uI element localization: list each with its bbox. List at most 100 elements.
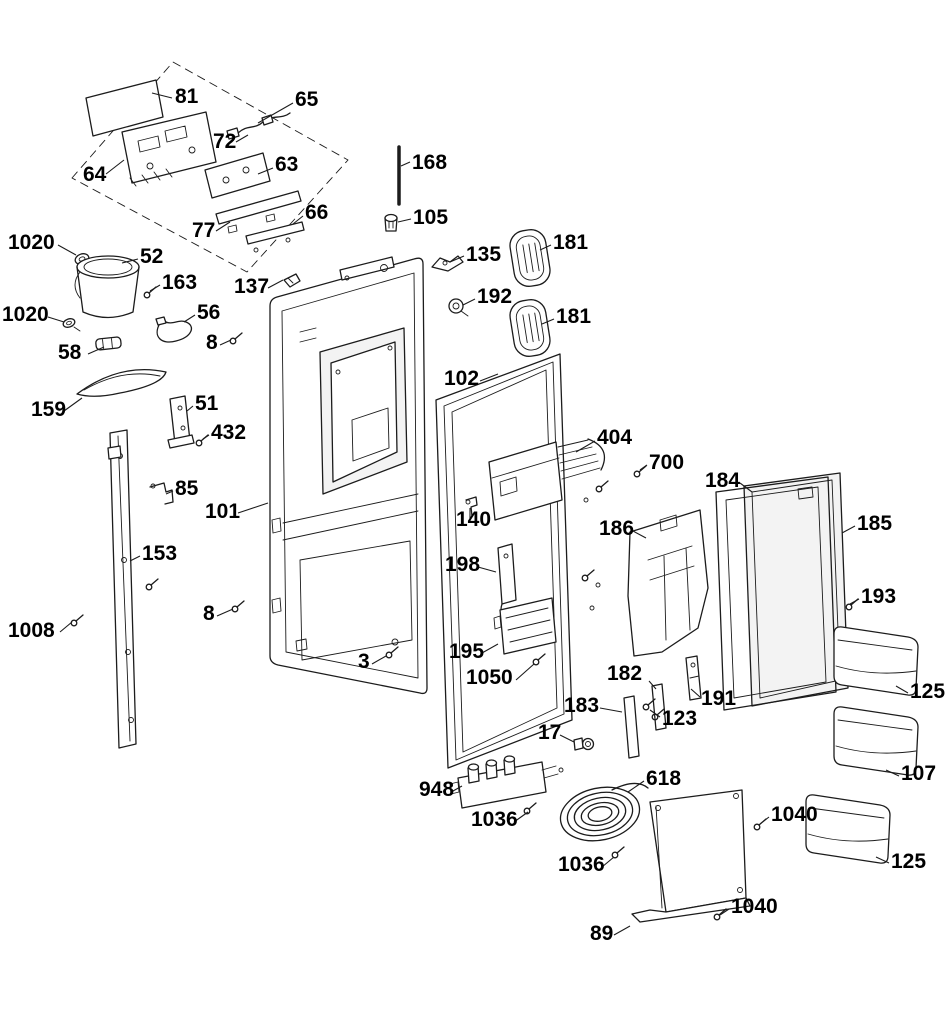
callout-52: 52 — [140, 245, 163, 268]
ice-bucket-52 — [74, 255, 140, 319]
callout-404: 404 — [597, 426, 632, 449]
board-63 — [204, 152, 271, 199]
callout-123: 123 — [662, 707, 697, 730]
drawing — [62, 61, 919, 923]
callout-1036-lower: 1036 — [558, 853, 605, 876]
door-bin-125-lower — [805, 794, 891, 864]
wire-loop-56 — [155, 316, 193, 343]
callout-51: 51 — [195, 392, 219, 415]
callout-198: 198 — [445, 553, 480, 576]
side-rail-153 — [107, 429, 137, 749]
callout-85: 85 — [175, 477, 199, 500]
callout-8-upper: 8 — [206, 331, 218, 354]
drip-tray-159 — [76, 369, 167, 397]
grommet-192 — [448, 298, 469, 317]
callout-1020-upper: 1020 — [8, 231, 55, 254]
callout-181-upper: 181 — [553, 231, 588, 254]
callout-66: 66 — [305, 201, 328, 224]
display-panel-81 — [85, 79, 164, 137]
clip-137 — [283, 273, 301, 288]
bracket-strip-77 — [215, 190, 302, 234]
callout-137: 137 — [234, 275, 269, 298]
callout-140: 140 — [456, 508, 491, 531]
callout-125-upper: 125 — [910, 680, 945, 703]
callout-185: 185 — [857, 512, 892, 535]
leader-lines — [47, 92, 909, 936]
callout-168: 168 — [412, 151, 447, 174]
callout-81: 81 — [175, 85, 199, 108]
callout-182: 182 — [607, 662, 642, 685]
vent-grille-181-upper — [509, 229, 551, 287]
callout-159: 159 — [31, 398, 66, 421]
callout-184: 184 — [705, 469, 740, 492]
callout-89: 89 — [590, 922, 613, 945]
callout-101: 101 — [205, 500, 240, 523]
grommet-1020-lower — [62, 318, 81, 332]
callout-65: 65 — [295, 88, 319, 111]
fitting-17 — [573, 737, 595, 751]
callout-58: 58 — [58, 341, 82, 364]
screw-8-lower — [231, 600, 245, 613]
callout-700: 700 — [649, 451, 684, 474]
callout-1040-upper: 1040 — [771, 803, 818, 826]
bracket-191 — [685, 655, 702, 701]
screw-1036-lower — [611, 846, 625, 859]
callout-163: 163 — [162, 271, 197, 294]
door-bin-125-upper — [833, 626, 919, 696]
clip-85 — [149, 482, 174, 505]
callout-432: 432 — [211, 421, 246, 444]
vent-grille-181-lower — [509, 299, 551, 357]
callout-192: 192 — [477, 285, 512, 308]
callout-125-lower: 125 — [891, 850, 926, 873]
screw-near-rail — [145, 578, 159, 591]
callout-72: 72 — [213, 130, 236, 153]
control-module-195 — [493, 597, 557, 655]
callout-102: 102 — [444, 367, 479, 390]
screw-1008 — [70, 614, 84, 627]
bracket-51 — [167, 395, 195, 449]
wire-harness-65-72 — [226, 112, 291, 140]
callout-186: 186 — [599, 517, 634, 540]
callout-56: 56 — [197, 301, 220, 324]
callout-191: 191 — [701, 687, 736, 710]
callout-105: 105 — [413, 206, 448, 229]
ice-maker-404 — [488, 438, 609, 521]
bracket-140 — [465, 496, 478, 517]
bracket-strip-66 — [245, 221, 305, 253]
callout-77: 77 — [192, 219, 215, 242]
callout-193: 193 — [861, 585, 896, 608]
water-valve-948 — [449, 755, 564, 809]
callout-3: 3 — [358, 650, 370, 673]
callout-63: 63 — [275, 153, 298, 176]
callout-153: 153 — [142, 542, 177, 565]
callout-1020-lower: 1020 — [2, 303, 49, 326]
screw-1036-upper — [523, 802, 537, 815]
callout-1050: 1050 — [466, 666, 513, 689]
callout-135: 135 — [466, 243, 501, 266]
callout-107: 107 — [901, 762, 936, 785]
control-board-64 — [121, 111, 217, 187]
callout-1040-lower: 1040 — [731, 895, 778, 918]
panel-frame-184 — [715, 476, 837, 711]
callout-948: 948 — [419, 778, 454, 801]
callout-181-lower: 181 — [556, 305, 591, 328]
callout-labels: 81 65 72 64 63 66 77 168 105 1020 52 135… — [2, 85, 945, 945]
condenser-coil-618 — [559, 782, 649, 842]
callout-17: 17 — [538, 721, 561, 744]
cap-105 — [384, 213, 398, 232]
callout-183: 183 — [564, 694, 599, 717]
callout-64: 64 — [83, 163, 107, 186]
callout-195: 195 — [449, 640, 484, 663]
door-gasket-102 — [435, 353, 573, 769]
trim-strip-182 — [651, 683, 667, 731]
callout-618: 618 — [646, 767, 681, 790]
roller-58 — [95, 336, 122, 351]
callout-1036-upper: 1036 — [471, 808, 518, 831]
trim-strip-183 — [623, 695, 640, 759]
screw-1050 — [532, 653, 546, 666]
dispenser-housing-186 — [627, 509, 709, 657]
misc-fasteners — [581, 569, 601, 611]
door-assembly-101 — [269, 256, 428, 695]
callout-1008: 1008 — [8, 619, 55, 642]
